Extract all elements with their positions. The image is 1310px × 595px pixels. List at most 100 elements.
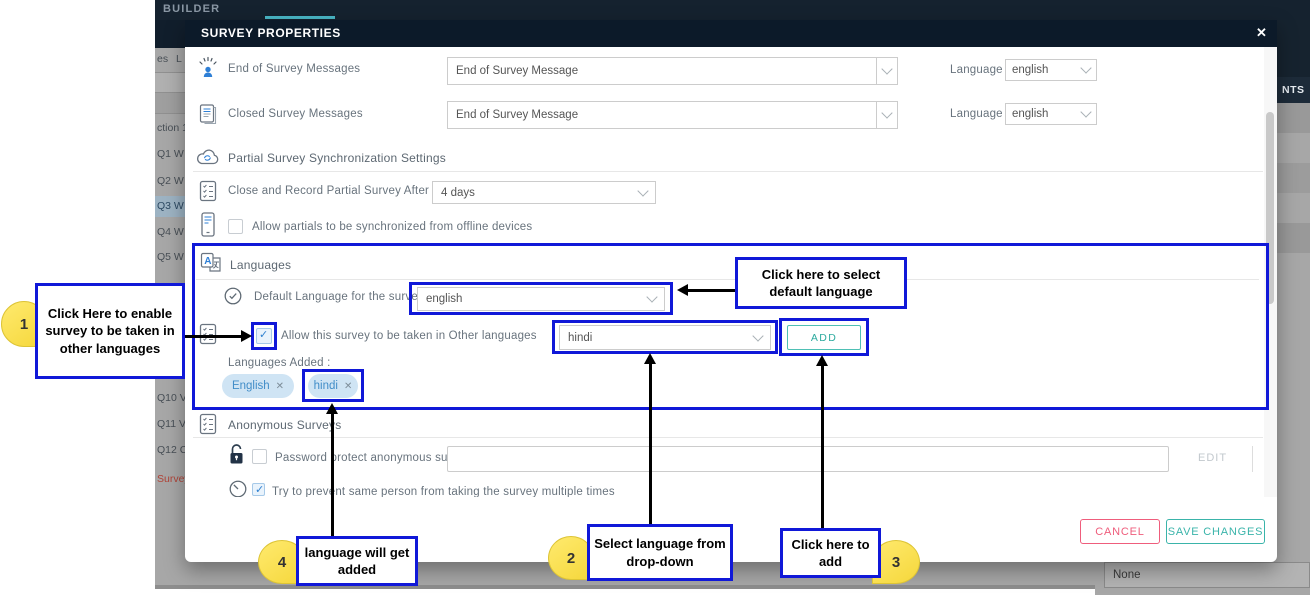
chip-english-label: English	[231, 380, 270, 392]
right-panel-row-stripe-2	[1277, 163, 1310, 193]
hindi-chip-highlight	[302, 369, 364, 402]
end-of-survey-label: End of Survey Messages	[228, 63, 361, 75]
sidebar-item-q4[interactable]: Q4 W	[157, 226, 184, 238]
password-protect-label: Password protect anonymous survey	[275, 452, 471, 464]
arrow-3-head	[816, 355, 828, 366]
lock-icon	[230, 444, 243, 464]
other-language-select[interactable]: hindi	[559, 325, 771, 350]
close-record-label: Close and Record Partial Survey After	[228, 185, 430, 197]
remove-chip-icon[interactable]: ✕	[275, 380, 285, 392]
arrow-4-shaft	[331, 411, 334, 536]
closed-survey-label: Closed Survey Messages	[228, 108, 363, 120]
default-language-select-value: english	[426, 293, 463, 305]
app-second-header-right	[1277, 20, 1310, 77]
prevent-multiple-row: Try to prevent same person from taking t…	[190, 475, 1250, 497]
other-language-select-value: hindi	[568, 331, 593, 344]
other-language-select-highlight	[552, 320, 778, 354]
language-chip-english[interactable]: English ✕	[222, 374, 294, 398]
callout-select-language: Select language from drop-down	[587, 524, 733, 581]
background-none-dropdown[interactable]: None	[1104, 562, 1310, 588]
callout-click-to-add: Click here to add	[780, 528, 881, 578]
check-circle-icon	[224, 287, 242, 305]
sidebar-survey-link[interactable]: Survey	[157, 473, 186, 485]
sidebar-item-q11[interactable]: Q11 V	[157, 418, 186, 430]
partial-sync-section-label: Partial Survey Synchronization Settings	[228, 151, 446, 165]
end-of-survey-select[interactable]: End of Survey Message	[447, 57, 877, 85]
sidebar-item-q12[interactable]: Q12 C	[157, 444, 186, 456]
language-select-1[interactable]: english	[1005, 59, 1097, 81]
svg-text:A: A	[204, 256, 211, 267]
arrow-default-head	[677, 284, 688, 296]
clock-icon	[229, 480, 247, 497]
prevent-multiple-checkbox[interactable]	[252, 483, 265, 496]
languages-added-label: Languages Added :	[228, 357, 331, 369]
allow-partials-checkbox[interactable]	[228, 219, 243, 234]
callout-language-added: language will get added	[296, 536, 418, 586]
app-bottom-strip	[155, 585, 1310, 589]
chip-hindi-label: hindi	[313, 380, 338, 392]
modal-scrollbar-thumb[interactable]	[1266, 112, 1274, 304]
end-of-survey-select-value: End of Survey Message	[456, 65, 579, 77]
language-select-2-value: english	[1012, 108, 1049, 120]
anonymous-section-label: Anonymous Surveys	[228, 418, 342, 432]
cloud-sync-icon	[197, 149, 219, 165]
sidebar-item-section[interactable]: ction 1	[157, 122, 186, 134]
right-panel-row-stripe-3	[1277, 223, 1310, 253]
chevron-down-icon	[1080, 62, 1092, 74]
close-record-select[interactable]: 4 days	[432, 181, 656, 204]
edit-button[interactable]: EDIT	[1198, 452, 1228, 464]
default-language-select[interactable]: english	[417, 287, 665, 311]
add-button[interactable]: ADD	[787, 325, 861, 350]
arrow-4-head	[326, 403, 338, 414]
default-language-label: Default Language for the survey	[254, 291, 424, 303]
sidebar-item-q5[interactable]: Q5 W	[157, 251, 184, 263]
password-input[interactable]	[447, 446, 1169, 472]
modal-header	[185, 20, 1277, 47]
sidebar-item-q1[interactable]: Q1 W	[157, 148, 184, 160]
checklist-icon	[199, 323, 217, 345]
edit-divider	[1252, 446, 1253, 472]
phone-icon	[201, 212, 215, 237]
closed-survey-select-arrow[interactable]	[876, 101, 898, 129]
allow-other-languages-label: Allow this survey to be taken in Other l…	[281, 330, 537, 342]
chevron-down-icon	[881, 107, 893, 119]
right-panel-label: NTS	[1282, 84, 1305, 96]
checklist-icon	[199, 413, 217, 435]
language-chip-hindi[interactable]: hindi ✕	[308, 374, 358, 398]
close-icon[interactable]: ✕	[1256, 25, 1267, 40]
section-divider	[193, 437, 1263, 438]
section-divider	[193, 171, 1263, 172]
sidebar-tab-l[interactable]: L	[176, 53, 182, 65]
languages-section-label: Languages	[230, 258, 292, 272]
closed-survey-icon	[199, 104, 217, 125]
closed-survey-select-value: End of Survey Message	[456, 109, 579, 121]
sidebar-item-q10[interactable]: Q10 V	[157, 392, 186, 404]
right-panel-row-stripe-1	[1277, 103, 1310, 133]
end-of-survey-icon	[199, 56, 217, 77]
background-none-value: None	[1113, 569, 1141, 581]
closed-survey-select[interactable]: End of Survey Message	[447, 101, 877, 129]
section-divider	[196, 279, 1259, 280]
sidebar-selected-highlight	[155, 196, 185, 217]
arrow-default-shaft	[687, 289, 735, 292]
default-language-highlight	[409, 282, 673, 315]
languages-section-highlight	[192, 243, 1269, 410]
remove-chip-icon[interactable]: ✕	[343, 380, 353, 392]
sidebar-item-q3[interactable]: Q3 W	[157, 200, 184, 212]
sidebar-tab-es[interactable]: es	[157, 53, 169, 65]
sidebar-grid-row-1	[155, 72, 185, 93]
save-changes-button[interactable]: SAVE CHANGES	[1166, 519, 1265, 544]
right-panel-button[interactable]: NTS	[1277, 77, 1310, 103]
language-select-2[interactable]: english	[1005, 103, 1097, 125]
callout-enable-other-languages: Click Here to enable survey to be taken …	[35, 283, 185, 379]
active-tab-underline	[265, 16, 335, 19]
password-protect-checkbox[interactable]	[252, 449, 267, 464]
sidebar-item-q2[interactable]: Q2 W	[157, 175, 184, 187]
arrow-2-shaft	[649, 361, 652, 524]
end-of-survey-select-arrow[interactable]	[876, 57, 898, 85]
cancel-button[interactable]: CANCEL	[1080, 519, 1160, 544]
chevron-down-icon	[637, 184, 649, 197]
modal-title: SURVEY PROPERTIES	[201, 26, 341, 40]
allow-other-languages-checkbox[interactable]	[256, 328, 272, 344]
